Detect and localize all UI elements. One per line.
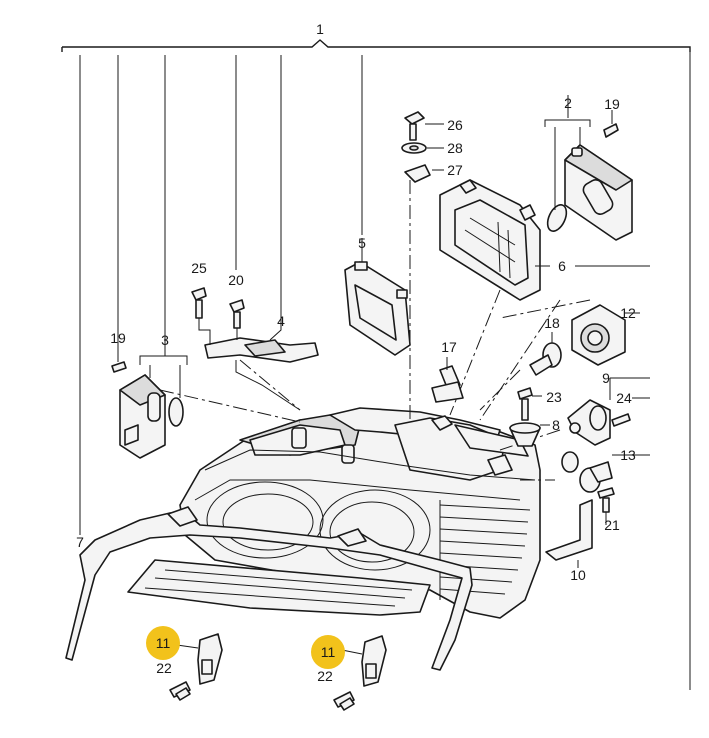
bracket-with-screws bbox=[191, 287, 319, 411]
callout-labels: 1 2 3 4 5 6 7 8 9 10 11 11 12 13 17 18 1… bbox=[76, 21, 636, 684]
callout-1: 1 bbox=[316, 21, 324, 37]
callout-3: 3 bbox=[161, 332, 169, 348]
callout-28: 28 bbox=[447, 140, 463, 156]
callout-11-right: 11 bbox=[321, 644, 336, 660]
callout-5: 5 bbox=[358, 235, 366, 251]
adjuster-23-8 bbox=[509, 387, 550, 447]
bracket-10 bbox=[545, 499, 593, 568]
callout-2: 2 bbox=[564, 95, 572, 111]
ballast-module-left bbox=[119, 335, 188, 459]
screw-19-upper bbox=[603, 110, 619, 138]
callout-19-upper: 19 bbox=[604, 96, 620, 112]
callout-8: 8 bbox=[552, 417, 560, 433]
screw-19-left bbox=[111, 345, 127, 373]
housing-grille bbox=[439, 500, 531, 600]
callout-18: 18 bbox=[544, 315, 560, 331]
callout-19-left: 19 bbox=[110, 330, 126, 346]
leveling-motor-9 bbox=[567, 377, 650, 446]
callout-17: 17 bbox=[441, 339, 457, 355]
callout-22-left: 22 bbox=[156, 660, 172, 676]
bulb-18 bbox=[529, 332, 562, 376]
callout-21: 21 bbox=[604, 517, 620, 533]
callout-6: 6 bbox=[558, 258, 566, 274]
bulbs-13 bbox=[561, 451, 650, 493]
screw-22-right bbox=[333, 691, 355, 711]
mounting-clip-left bbox=[176, 633, 223, 685]
bulb-17 bbox=[431, 357, 464, 403]
front-lens-frame bbox=[65, 506, 473, 671]
callout-25: 25 bbox=[191, 260, 207, 276]
callout-4: 4 bbox=[277, 313, 285, 329]
callout-12: 12 bbox=[620, 305, 636, 321]
callout-23: 23 bbox=[546, 389, 562, 405]
housing-cover-frame bbox=[439, 179, 650, 301]
callout-13: 13 bbox=[620, 447, 636, 463]
mounting-hardware-stack bbox=[401, 111, 444, 183]
callout-27: 27 bbox=[447, 162, 463, 178]
callout-11-left: 11 bbox=[156, 635, 171, 651]
assembly-bracket bbox=[61, 39, 691, 690]
screw-21 bbox=[597, 487, 615, 525]
lamp-socket-12 bbox=[571, 304, 640, 366]
callout-20: 20 bbox=[228, 272, 244, 288]
screw-22-left bbox=[169, 681, 191, 701]
callout-7: 7 bbox=[76, 534, 84, 550]
callout-26: 26 bbox=[447, 117, 463, 133]
callout-24: 24 bbox=[616, 390, 632, 406]
mounting-clip-right bbox=[341, 635, 387, 687]
callout-9: 9 bbox=[602, 370, 610, 386]
callout-11-highlight-right bbox=[311, 635, 345, 669]
callout-10: 10 bbox=[570, 567, 586, 583]
callout-11-highlight-left bbox=[146, 626, 180, 660]
screw-24 bbox=[611, 397, 650, 427]
ballast-module-upper bbox=[544, 95, 633, 241]
callout-22-right: 22 bbox=[317, 668, 333, 684]
lamp-gasket bbox=[344, 238, 411, 356]
